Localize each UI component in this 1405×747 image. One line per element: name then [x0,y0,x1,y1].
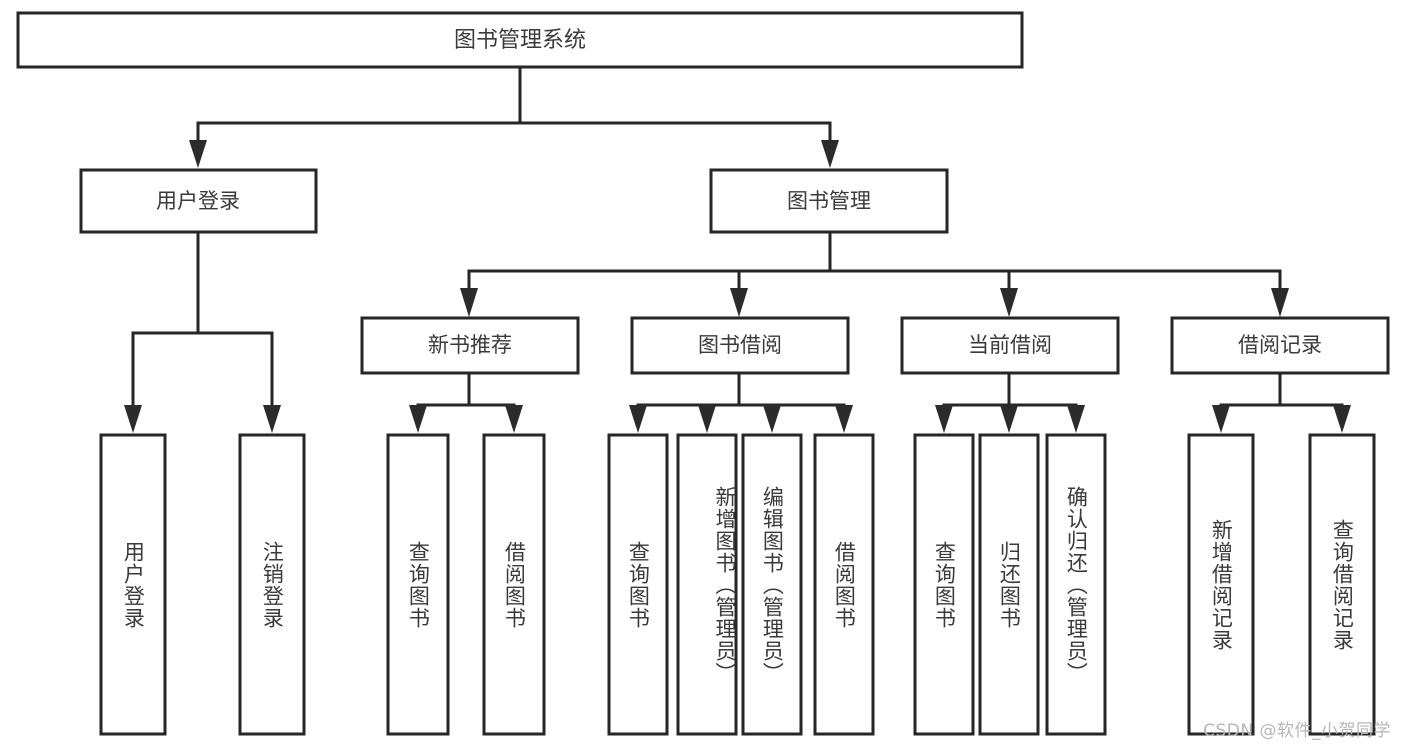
node-leaf-query-book-1-box[interactable] [386,433,450,736]
node-new-book-recommend-label: 新书推荐 [428,333,512,357]
edge-group-book-manage-to-level3 [460,230,1289,317]
node-book-manage-box[interactable] [709,168,949,234]
arrowhead-book-borrow [730,288,748,317]
edge-group-current-borrow-to-leaves [935,371,1085,433]
edge-group-borrow-record-to-leaves [1212,371,1351,433]
node-book-borrow-box[interactable] [630,316,850,375]
node-leaf-edit-book-box[interactable] [741,433,803,736]
node-leaf-logout-login-box[interactable] [238,433,306,736]
edge-group-user-login-to-leaves [124,230,281,433]
node-borrow-record[interactable]: 借阅记录 [1170,316,1390,375]
node-user-login[interactable]: 用户登录 [79,168,318,234]
arrowhead-leaf-query-record [1333,405,1351,433]
node-leaf-add-book-box[interactable] [676,433,738,736]
node-leaf-query-book-3-box[interactable] [913,433,975,736]
node-borrow-record-box[interactable] [1170,316,1390,375]
arrowhead-leaf-edit-book [763,405,781,433]
arrowhead-leaf-query-book-2 [629,405,647,433]
watermark-text: CSDN @软件_小贺同学 [1203,721,1391,741]
arrowhead-leaf-query-book-3 [935,405,953,433]
arrowhead-book-manage [821,140,839,168]
node-root[interactable]: 图书管理系统 [16,11,1024,69]
node-root-label: 图书管理系统 [454,28,586,53]
node-leaf-user-login-box[interactable] [99,433,167,736]
arrowhead-new-book-recommend [460,288,478,317]
arrowhead-leaf-user-login [124,405,142,433]
arrowhead-leaf-logout-login [263,405,281,433]
node-borrow-record-label: 借阅记录 [1238,333,1322,357]
node-leaf-borrow-book-2-box[interactable] [813,433,875,736]
arrowhead-leaf-return-book [1000,405,1018,433]
node-current-borrow[interactable]: 当前借阅 [900,316,1120,375]
node-leaf-add-record-box[interactable] [1187,433,1255,736]
node-user-login-label: 用户登录 [156,189,240,213]
node-user-login-box[interactable] [79,168,318,234]
node-book-borrow[interactable]: 图书借阅 [630,316,850,375]
arrowhead-leaf-query-book-1 [409,405,427,433]
edge-group-book-borrow-to-leaves [629,371,853,433]
edge-group-root-to-level2 [189,65,839,168]
node-leaf-return-book-box[interactable] [978,433,1040,736]
node-leaf-borrow-book-1-box[interactable] [482,433,546,736]
node-leaf-confirm-return-box[interactable] [1045,433,1107,736]
node-leaf-query-record-box[interactable] [1308,433,1376,736]
node-root-box[interactable] [16,11,1024,69]
node-book-borrow-label: 图书借阅 [698,333,782,357]
node-book-manage-label: 图书管理 [787,189,871,213]
node-leaf-query-book-2-box[interactable] [607,433,669,736]
node-new-book-recommend-box[interactable] [360,316,580,375]
arrowhead-leaf-borrow-book-1 [505,405,523,433]
arrowhead-leaf-confirm-return [1067,405,1085,433]
arrowhead-borrow-record [1271,288,1289,317]
arrowhead-user-login [189,140,207,168]
node-book-manage[interactable]: 图书管理 [709,168,949,234]
arrowhead-leaf-add-record [1212,405,1230,433]
arrowhead-current-borrow [1000,288,1018,317]
node-current-borrow-box[interactable] [900,316,1120,375]
arrowhead-leaf-borrow-book-2 [835,405,853,433]
node-current-borrow-label: 当前借阅 [968,333,1052,357]
node-new-book-recommend[interactable]: 新书推荐 [360,316,580,375]
arrowhead-leaf-add-book [698,405,716,433]
edge-group-new-book-recommend-to-leaves [409,371,523,433]
